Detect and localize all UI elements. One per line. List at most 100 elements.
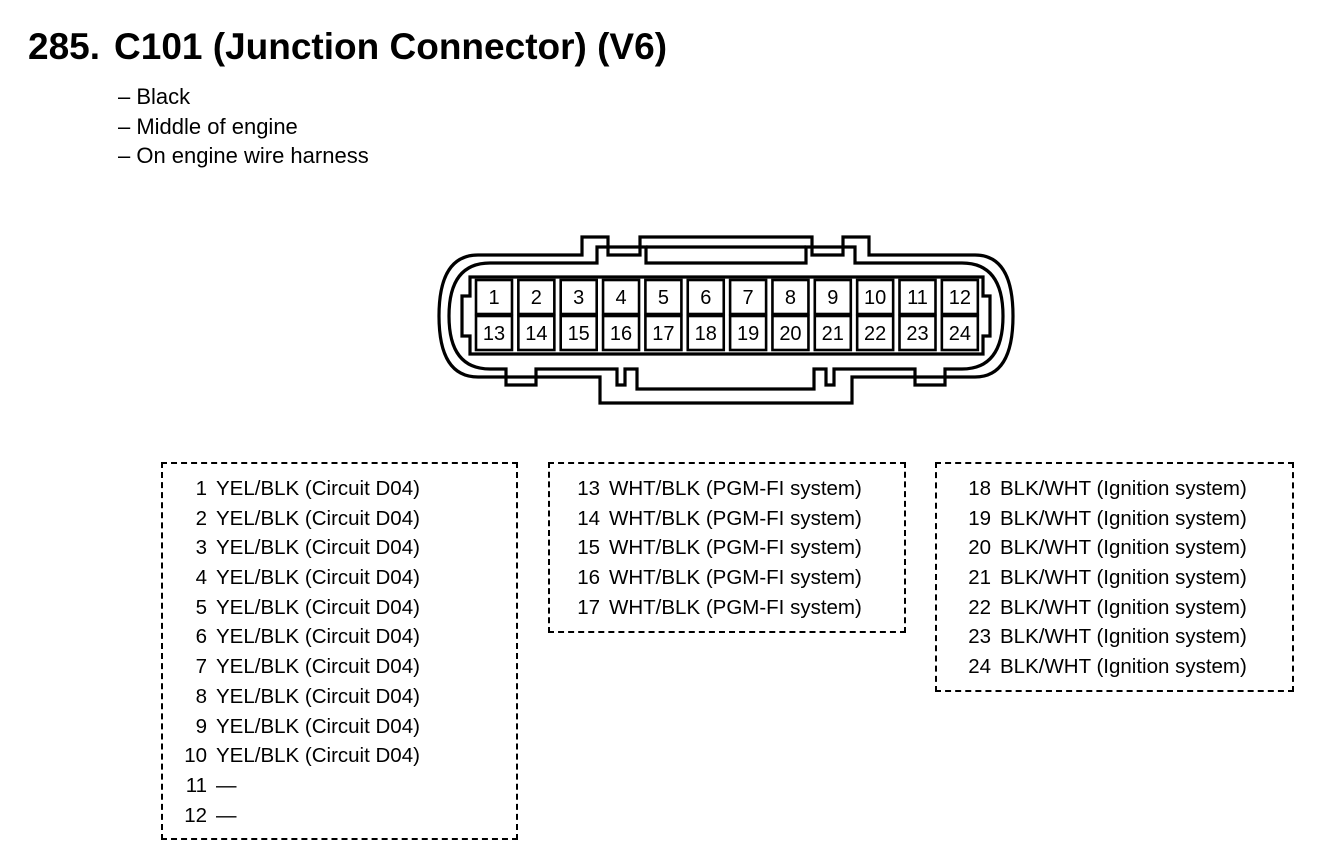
pin-cavity: [644, 278, 683, 316]
pin-cavity: [517, 314, 556, 352]
legend-entry: 9 YEL/BLK (Circuit D04): [163, 712, 516, 742]
pin-number: 3: [573, 287, 584, 309]
legend-pin-number: 11: [185, 773, 207, 797]
pin-number: 4: [615, 287, 626, 309]
legend-wire-description: YEL/BLK (Circuit D04): [216, 595, 420, 619]
legend-pin-number: 21: [968, 566, 991, 590]
pin-cavity: [601, 314, 641, 352]
pin-cavity: [474, 314, 514, 352]
pin-cavity: [940, 278, 980, 316]
pin-number: 7: [743, 287, 754, 309]
pin-cavity: [898, 314, 937, 352]
legend-wire-description: WHT/BLK (PGM-FI system): [609, 536, 862, 560]
legend-pin-number: 7: [195, 655, 207, 679]
connector-title: C101 (Junction Connector) (V6): [114, 26, 668, 67]
legend-wire-description: YEL/BLK (Circuit D04): [216, 536, 420, 560]
pin-cavity: [559, 314, 599, 352]
legend-pin-number: 9: [195, 714, 207, 738]
legend-pin-number: 13: [577, 477, 600, 500]
legend-wire-description: —: [216, 803, 237, 827]
legend-pin-number: 10: [184, 744, 207, 768]
pin-cavity: [686, 278, 726, 316]
legend-pin-number: 22: [968, 595, 991, 619]
pin-cavity: [601, 278, 641, 316]
legend-wire-description: WHT/BLK (PGM-FI system): [609, 566, 862, 590]
pin-number: 5: [658, 287, 669, 309]
legend-entry: 10 YEL/BLK (Circuit D04): [163, 741, 516, 771]
legend-wire-description: BLK/WHT (Ignition system): [1000, 595, 1247, 619]
pin-cavity: [474, 278, 514, 316]
legend-pin-number: 2: [195, 506, 207, 530]
legend-pin-number: 4: [195, 566, 207, 590]
pin-number: 13: [483, 323, 505, 345]
legend-entry: 4 YEL/BLK (Circuit D04): [163, 563, 516, 593]
pin-number: 9: [827, 287, 838, 309]
legend-wire-description: YEL/BLK (Circuit D04): [216, 625, 420, 649]
legend-pin-number: 18: [968, 477, 991, 500]
legend-pin-number: 16: [577, 566, 600, 590]
legend-pin-number: 6: [195, 625, 207, 649]
legend-wire-description: WHT/BLK (PGM-FI system): [609, 506, 862, 530]
legend-entry: 16 WHT/BLK (PGM-FI system): [550, 563, 904, 593]
legend-wire-description: WHT/BLK (PGM-FI system): [609, 595, 862, 619]
legend-entry: 6 YEL/BLK (Circuit D04): [163, 622, 516, 652]
pin-number: 21: [822, 323, 844, 345]
pin-cavity: [898, 278, 937, 316]
pin-number: 18: [695, 323, 717, 345]
legend-entry: 11 —: [163, 771, 516, 801]
legend-pin-number: 23: [968, 625, 991, 649]
pin-number: 11: [907, 287, 928, 309]
pin-cavity: [517, 278, 556, 316]
pin-number: 16: [610, 323, 632, 345]
pin-cavity: [728, 278, 768, 316]
legend-entry: 12 —: [163, 801, 516, 831]
pin-number: 22: [864, 323, 886, 345]
connector-description: – Black – Middle of engine – On engine w…: [118, 82, 369, 171]
connector-shell-outer: [437, 235, 1015, 405]
description-harness: – On engine wire harness: [118, 143, 369, 168]
legend-entry: 15 WHT/BLK (PGM-FI system): [550, 533, 904, 563]
pin-number: 20: [779, 323, 801, 345]
legend-wire-description: YEL/BLK (Circuit D04): [216, 566, 420, 590]
pin-cavity: [855, 278, 895, 316]
legend-entry: 3 YEL/BLK (Circuit D04): [163, 533, 516, 563]
legend-pin-number: 15: [577, 536, 600, 560]
legend-entry: 21 BLK/WHT (Ignition system): [937, 563, 1292, 593]
pin-cavity: [728, 314, 768, 352]
legend-entry: 5 YEL/BLK (Circuit D04): [163, 593, 516, 623]
pin-number: 19: [737, 323, 759, 345]
legend-wire-description: YEL/BLK (Circuit D04): [216, 714, 420, 738]
pin-cavity: [771, 278, 810, 316]
legend-pin-number: 3: [195, 536, 207, 560]
legend-wire-description: BLK/WHT (Ignition system): [1000, 566, 1247, 590]
pin-cavity: [686, 314, 726, 352]
pin-number: 12: [949, 287, 971, 309]
pin-cavity: [813, 314, 853, 352]
legend-pin-number: 8: [195, 684, 207, 708]
pin-cavity: [771, 314, 810, 352]
legend-wire-description: BLK/WHT (Ignition system): [1000, 477, 1247, 500]
legend-wire-description: —: [216, 773, 237, 797]
pin-cavity: [559, 278, 599, 316]
pin-number: 17: [652, 323, 674, 345]
legend-pin-number: 5: [195, 595, 207, 619]
pin-number: 15: [568, 323, 590, 345]
pin-number: 2: [531, 287, 542, 309]
legend-wire-description: YEL/BLK (Circuit D04): [216, 744, 420, 768]
legend-wire-description: BLK/WHT (Ignition system): [1000, 536, 1247, 560]
pin-number: 6: [700, 287, 711, 309]
legend-pin-number: 12: [184, 803, 207, 827]
pin-number: 14: [525, 323, 547, 345]
